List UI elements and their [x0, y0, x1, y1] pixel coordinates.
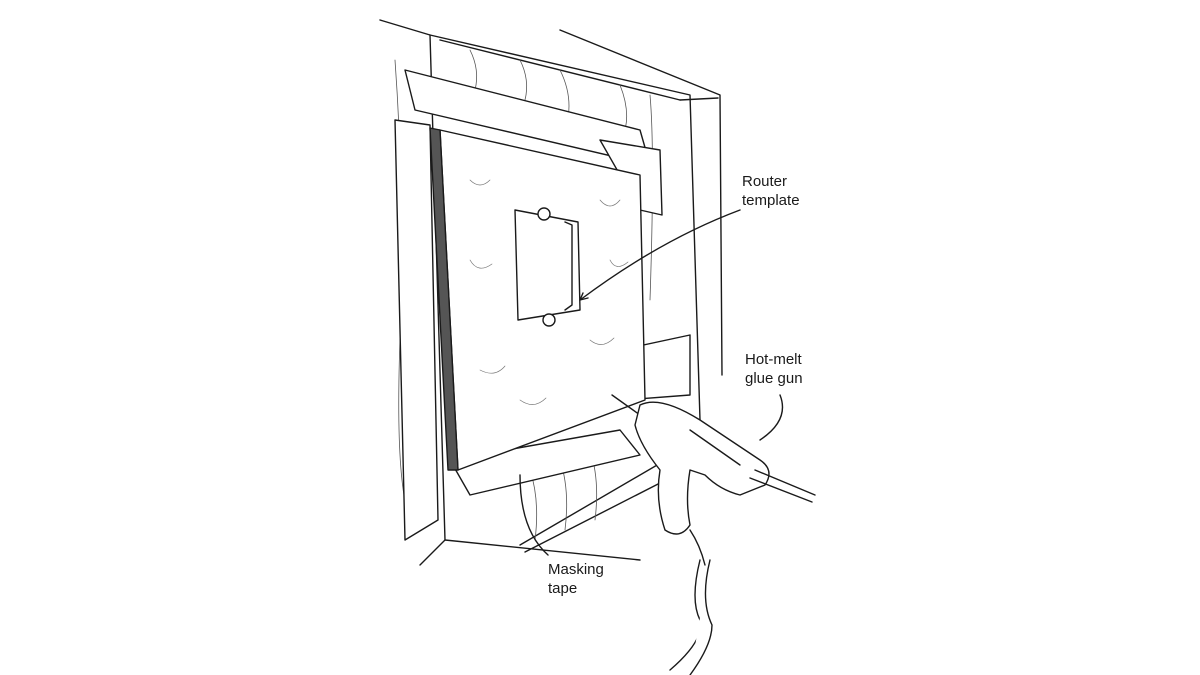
router-template [429, 127, 646, 471]
label-router-template: Router template [742, 172, 800, 210]
label-line: Masking [548, 561, 604, 578]
label-masking-tape: Masking tape [548, 560, 604, 598]
leader-masking-tape [519, 474, 549, 556]
label-line: Router [742, 173, 788, 190]
leader-glue-gun [759, 394, 784, 441]
label-glue-gun: Hot-melt glue gun [745, 350, 803, 388]
leader-lines [519, 209, 784, 556]
label-line: glue gun [745, 370, 803, 387]
label-line: tape [548, 580, 578, 597]
leader-router-template [579, 209, 741, 301]
label-line: Hot-melt [745, 351, 802, 368]
label-line: template [742, 192, 800, 209]
glue-gun [611, 394, 816, 675]
